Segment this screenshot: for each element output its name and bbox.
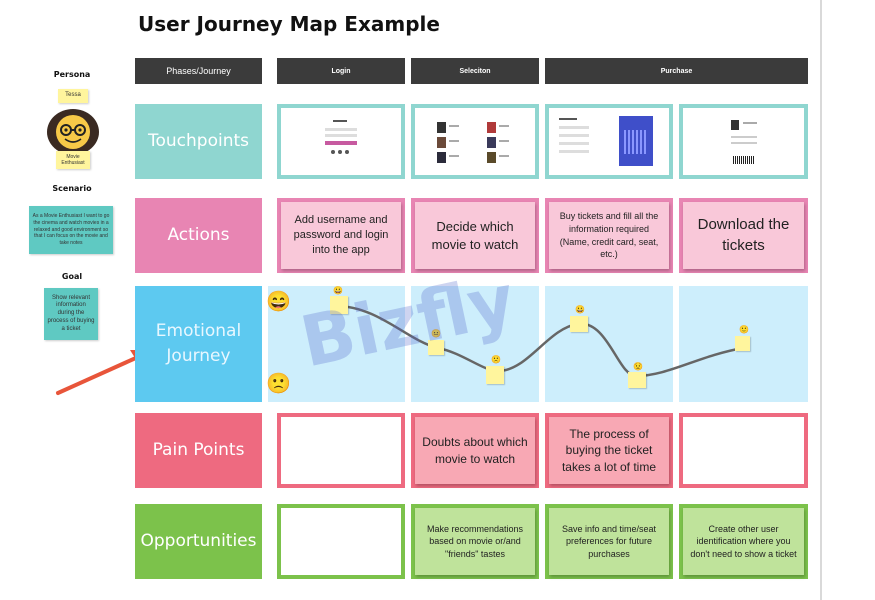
action-note-purchase: Buy tickets and fill all the information… [549,202,669,269]
action-cell-selection: Decide which movie to watch [411,198,539,273]
scenario-label: Scenario [52,184,92,193]
pain-empty-login [281,417,401,484]
row-label-opportunities: Opportunities [135,504,262,579]
emotion-note-3 [486,366,504,384]
frowning-face-icon: 🙁 [266,373,291,395]
opportunity-note-purchase: Save info and time/seat preferences for … [549,508,669,575]
opportunity-empty-login [281,508,401,575]
pain-cell-purchase-2 [679,413,808,488]
pain-cell-selection: Doubts about which movie to watch [411,413,539,488]
action-note-download: Download the tickets [683,202,804,269]
pain-cell-login [277,413,405,488]
touchpoint-screenshot-purchase-form [549,108,669,175]
action-note-login: Add username and password and login into… [281,202,401,269]
persona-avatar-icon [45,104,101,156]
emotion-curve [268,286,808,402]
emotion-note-1 [330,296,348,314]
persona-label: Persona [53,70,91,79]
row-label-touchpoints: Touchpoints [135,104,262,179]
pain-note-purchase: The process of buying the ticket takes a… [549,417,669,484]
opportunity-cell-purchase-2: Create other user identification where y… [679,504,808,579]
touchpoint-screenshot-login [281,108,401,175]
opportunity-note-ticket-id: Create other user identification where y… [683,508,804,575]
emotional-divider-1 [405,286,411,402]
emotional-journey-area [268,286,808,402]
goal-note: Show relevant information during the pro… [44,288,98,340]
grinning-face-icon: 😄 [266,291,291,313]
emotion-face-5: 😟 [633,362,643,371]
touchpoint-screenshot-selection [415,108,535,175]
row-label-emotional-journey: Emotional Journey [135,286,262,402]
header-phases: Phases/Journey [135,58,262,84]
action-note-selection: Decide which movie to watch [415,202,535,269]
page-right-divider [820,0,822,600]
row-label-actions: Actions [135,198,262,273]
action-cell-login: Add username and password and login into… [277,198,405,273]
emotion-note-5 [628,372,646,388]
opportunity-cell-login [277,504,405,579]
persona-name-note: Tessa [58,89,88,103]
action-cell-purchase-2: Download the tickets [679,198,808,273]
touchpoint-screenshot-ticket [683,108,804,175]
pain-note-selection: Doubts about which movie to watch [415,417,535,484]
emotional-divider-3 [673,286,679,402]
touchpoint-cell-login [277,104,405,179]
emotion-face-3: 🙁 [491,355,501,364]
action-cell-purchase-1: Buy tickets and fill all the information… [545,198,673,273]
emotion-note-6 [735,336,750,351]
emotion-note-2 [428,340,444,355]
opportunity-note-selection: Make recommendations based on movie or/a… [415,508,535,575]
scenario-note: As a Movie Enthusiast I want to go the c… [29,206,113,254]
header-login: Login [277,58,405,84]
opportunity-cell-purchase-1: Save info and time/seat preferences for … [545,504,673,579]
touchpoint-cell-selection [411,104,539,179]
touchpoint-cell-purchase-1 [545,104,673,179]
goal-label: Goal [61,272,83,281]
emotion-note-4 [570,316,588,332]
persona-role-note: Movie Enthusiast [56,151,90,169]
page-title: User Journey Map Example [138,12,440,36]
emotion-face-4: 😀 [575,305,585,314]
header-selection: Seleciton [411,58,539,84]
emotion-face-6: 🙂 [739,325,749,334]
header-purchase: Purchase [545,58,808,84]
touchpoint-cell-purchase-2 [679,104,808,179]
row-label-pain-points: Pain Points [135,413,262,488]
opportunity-cell-selection: Make recommendations based on movie or/a… [411,504,539,579]
emotion-face-2: 😐 [431,329,441,338]
pain-empty-purchase-2 [683,417,804,484]
emotion-face-1: 😀 [333,286,343,295]
pain-cell-purchase-1: The process of buying the ticket takes a… [545,413,673,488]
